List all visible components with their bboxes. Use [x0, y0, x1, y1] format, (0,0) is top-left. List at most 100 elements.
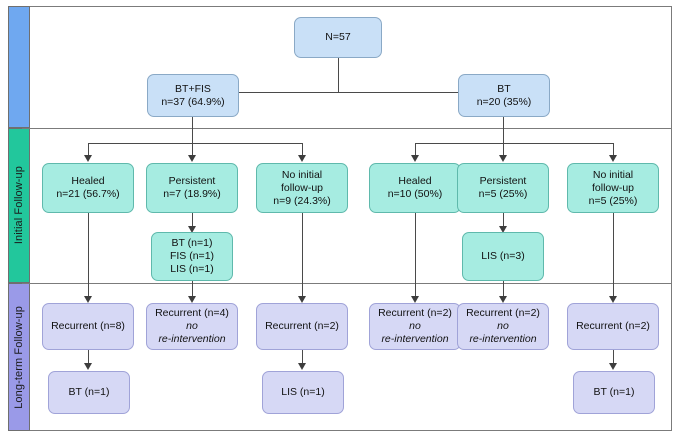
node-right-no-initial-followup[interactable]: No initial follow-up n=5 (25%)	[567, 163, 659, 213]
connector-bt-drop-healed	[415, 143, 416, 158]
arrow-lt6	[609, 296, 617, 303]
node-bt[interactable]: BT n=20 (35%)	[458, 74, 550, 117]
connector-right-healed-down	[415, 213, 416, 298]
stage-bar-longterm-followup-label: Long-term Follow-up	[13, 305, 25, 409]
stage-bar-initial-followup: Initial Follow-up	[8, 128, 30, 283]
node-root-line-0: N=57	[325, 31, 351, 43]
connector-btfis-fan	[88, 143, 302, 144]
arrow-to-right-healed	[411, 155, 419, 162]
stage-bar-top	[8, 6, 30, 128]
node-longterm-5-line-2: re-intervention	[469, 333, 537, 345]
connector-bt-drop-persistent	[503, 143, 504, 158]
node-longterm-1[interactable]: Recurrent (n=8)	[42, 303, 134, 350]
connector-right-intervention-down	[503, 281, 504, 298]
node-longterm-5[interactable]: Recurrent (n=2) no re-intervention	[457, 303, 549, 350]
node-root[interactable]: N=57	[294, 17, 382, 58]
node-final-2[interactable]: LIS (n=1)	[262, 371, 344, 414]
arrow-lt4	[411, 296, 419, 303]
node-right-healed-line-1: n=10 (50%)	[387, 188, 443, 200]
node-left-interventions-line-2: LIS (n=1)	[170, 263, 214, 275]
connector-bt-stem	[503, 117, 504, 143]
node-right-no-initial-followup-line-0: No initial	[592, 168, 634, 181]
node-bt-fis[interactable]: BT+FIS n=37 (64.9%)	[147, 74, 239, 117]
node-final-1-line-0: BT (n=1)	[68, 386, 110, 398]
node-bt-fis-line-0: BT+FIS	[175, 82, 211, 95]
connector-root-split	[196, 92, 481, 93]
band-separator-initial	[22, 128, 672, 129]
connector-btfis-stem	[192, 117, 193, 143]
arrow-to-left-healed	[84, 155, 92, 162]
node-left-no-initial-followup-line-2: n=9 (24.3%)	[273, 194, 331, 207]
arrow-lt5	[499, 296, 507, 303]
node-right-interventions-line-0: LIS (n=3)	[481, 250, 525, 262]
connector-btfis-drop-healed	[88, 143, 89, 158]
connector-lt1-to-final	[88, 350, 89, 366]
diagram-frame	[22, 6, 672, 431]
node-left-no-initial-followup-line-0: No initial	[281, 168, 323, 181]
arrow-left-persistent-intervention	[188, 226, 196, 233]
node-left-persistent[interactable]: Persistent n=7 (18.9%)	[146, 163, 238, 213]
arrow-to-right-noinitial	[609, 155, 617, 162]
connector-left-healed-down	[88, 213, 89, 298]
node-longterm-1-line-0: Recurrent (n=8)	[51, 320, 125, 332]
arrow-final-3	[609, 363, 617, 370]
node-left-persistent-line-1: n=7 (18.9%)	[163, 188, 221, 200]
stage-bar-longterm-followup: Long-term Follow-up	[8, 283, 30, 431]
node-longterm-2[interactable]: Recurrent (n=4) no re-intervention	[146, 303, 238, 350]
node-right-interventions[interactable]: LIS (n=3)	[462, 232, 544, 281]
node-right-healed[interactable]: Healed n=10 (50%)	[369, 163, 461, 213]
arrow-to-left-noinitial	[298, 155, 306, 162]
node-longterm-6-line-0: Recurrent (n=2)	[576, 320, 650, 332]
node-left-healed-line-1: n=21 (56.7%)	[56, 188, 120, 200]
node-longterm-5-line-1: no	[497, 320, 509, 332]
node-right-persistent[interactable]: Persistent n=5 (25%)	[457, 163, 549, 213]
node-longterm-6[interactable]: Recurrent (n=2)	[567, 303, 659, 350]
connector-right-noinitial-down	[613, 213, 614, 298]
node-bt-fis-line-1: n=37 (64.9%)	[161, 95, 225, 108]
node-bt-line-0: BT	[497, 82, 511, 95]
connector-lt6-to-final	[613, 350, 614, 366]
node-final-1[interactable]: BT (n=1)	[48, 371, 130, 414]
connector-btfis-drop-persistent	[192, 143, 193, 158]
node-final-3-line-0: BT (n=1)	[593, 386, 635, 398]
connector-lt3-to-final	[302, 350, 303, 366]
arrow-to-left-persistent	[188, 155, 196, 162]
connector-left-noinitial-down	[302, 213, 303, 298]
node-bt-line-1: n=20 (35%)	[476, 95, 532, 108]
connector-left-intervention-down	[192, 281, 193, 298]
node-longterm-4-line-2: re-intervention	[381, 333, 449, 345]
arrow-to-right-persistent	[499, 155, 507, 162]
node-left-interventions[interactable]: BT (n=1) FIS (n=1) LIS (n=1)	[151, 232, 233, 281]
node-longterm-3[interactable]: Recurrent (n=2)	[256, 303, 348, 350]
node-left-interventions-line-0: BT (n=1)	[171, 237, 213, 249]
node-final-3[interactable]: BT (n=1)	[573, 371, 655, 414]
connector-right-persistent-to-intervention	[503, 213, 504, 229]
node-longterm-5-line-0: Recurrent (n=2)	[466, 307, 540, 319]
node-left-interventions-line-1: FIS (n=1)	[169, 250, 215, 262]
arrow-lt3	[298, 296, 306, 303]
node-longterm-4-line-0: Recurrent (n=2)	[378, 307, 452, 319]
stage-bar-initial-followup-label: Initial Follow-up	[13, 166, 25, 245]
connector-bt-fan	[415, 143, 613, 144]
arrow-lt1	[84, 296, 92, 303]
band-separator-longterm	[22, 283, 672, 284]
node-right-persistent-line-0: Persistent	[479, 175, 527, 187]
connector-root-stem	[338, 58, 339, 92]
node-left-no-initial-followup-line-1: follow-up	[280, 181, 324, 194]
node-right-healed-line-0: Healed	[398, 175, 432, 187]
node-left-healed[interactable]: Healed n=21 (56.7%)	[42, 163, 134, 213]
node-longterm-4[interactable]: Recurrent (n=2) no re-intervention	[369, 303, 461, 350]
node-left-no-initial-followup[interactable]: No initial follow-up n=9 (24.3%)	[256, 163, 348, 213]
node-left-healed-line-0: Healed	[71, 175, 105, 187]
node-longterm-2-line-0: Recurrent (n=4)	[155, 307, 229, 319]
node-longterm-2-line-1: no	[186, 320, 198, 332]
arrow-final-1	[84, 363, 92, 370]
node-right-no-initial-followup-line-1: follow-up	[591, 181, 635, 194]
node-longterm-2-line-2: re-intervention	[158, 333, 226, 345]
arrow-right-persistent-intervention	[499, 226, 507, 233]
connector-btfis-drop-noinitial	[302, 143, 303, 158]
node-left-persistent-line-0: Persistent	[168, 175, 216, 187]
node-right-no-initial-followup-line-2: n=5 (25%)	[588, 194, 638, 207]
node-longterm-3-line-0: Recurrent (n=2)	[265, 320, 339, 332]
